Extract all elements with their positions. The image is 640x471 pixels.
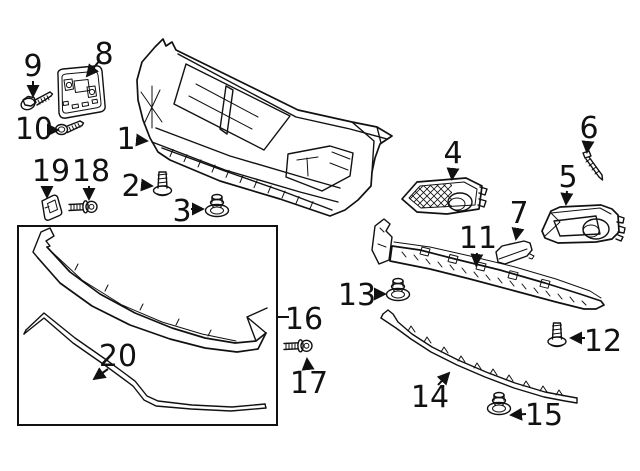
callout-7-label[interactable]: 7: [509, 196, 528, 231]
part-screw-10: [54, 120, 85, 136]
callout-8[interactable]: 8: [85, 37, 114, 78]
part-screw-9: [20, 91, 54, 111]
callout-6[interactable]: 6: [579, 111, 599, 154]
inset-box: [17, 225, 278, 426]
part-bolt-18: [68, 200, 98, 214]
part-screw-2: [152, 171, 173, 197]
callout-15[interactable]: 15: [509, 398, 563, 433]
callout-6-label[interactable]: 6: [579, 111, 598, 146]
part-lower-molding: [380, 309, 578, 404]
part-push-clip-13: [385, 277, 411, 302]
callout-12-label[interactable]: 12: [584, 324, 622, 359]
callout-2[interactable]: 2: [121, 169, 154, 204]
part-clip-nut: [41, 194, 63, 221]
callout-10[interactable]: 10: [15, 112, 60, 147]
callout-5[interactable]: 5: [558, 160, 578, 206]
part-screw-12: [547, 322, 567, 348]
callout-11[interactable]: 11: [459, 221, 497, 267]
callout-12[interactable]: 12: [569, 324, 622, 359]
callout-3-label[interactable]: 3: [172, 194, 191, 229]
callout-18-label[interactable]: 18: [72, 154, 110, 189]
callout-4[interactable]: 4: [443, 136, 463, 181]
part-fog-garnish: [541, 204, 626, 244]
callout-9[interactable]: 9: [23, 49, 43, 98]
callout-17-label[interactable]: 17: [290, 366, 328, 401]
callout-3[interactable]: 3: [172, 194, 205, 229]
part-fog-mesh-grille: [401, 177, 488, 215]
callout-18[interactable]: 18: [72, 154, 110, 201]
part-front-bumper-cover: [136, 38, 393, 217]
callout-13-label[interactable]: 13: [338, 278, 376, 313]
callout-17[interactable]: 17: [290, 357, 328, 401]
callout-15-label[interactable]: 15: [525, 398, 563, 433]
part-cover-cap: [495, 240, 535, 265]
callout-1-label[interactable]: 1: [116, 122, 135, 157]
callout-1[interactable]: 1: [116, 122, 149, 157]
callout-19-label[interactable]: 19: [32, 154, 70, 189]
callout-13[interactable]: 13: [338, 278, 387, 313]
part-bolt-17: [283, 339, 313, 353]
callout-19[interactable]: 19: [32, 154, 70, 199]
callout-14[interactable]: 14: [411, 371, 451, 415]
part-front-spoiler: [32, 227, 268, 353]
callout-10-label[interactable]: 10: [15, 112, 53, 147]
callout-8-label[interactable]: 8: [94, 37, 113, 72]
callout-7[interactable]: 7: [509, 196, 529, 241]
part-push-clip-3: [204, 193, 230, 218]
callout-14-label[interactable]: 14: [411, 380, 449, 415]
part-spoiler-molding: [23, 312, 267, 412]
part-push-clip-15: [486, 391, 512, 416]
part-license-plate-bracket: [57, 65, 106, 119]
callout-20[interactable]: 20: [92, 339, 137, 381]
callout-5-label[interactable]: 5: [558, 160, 577, 195]
callout-11-label[interactable]: 11: [459, 221, 497, 256]
callout-4-label[interactable]: 4: [443, 136, 462, 171]
part-retainer-pin: [582, 150, 604, 181]
callout-16-label[interactable]: 16: [285, 302, 323, 337]
callout-20-label[interactable]: 20: [99, 339, 137, 374]
callout-16[interactable]: 16: [278, 302, 323, 337]
callout-2-label[interactable]: 2: [121, 169, 140, 204]
callout-9-label[interactable]: 9: [23, 49, 42, 84]
